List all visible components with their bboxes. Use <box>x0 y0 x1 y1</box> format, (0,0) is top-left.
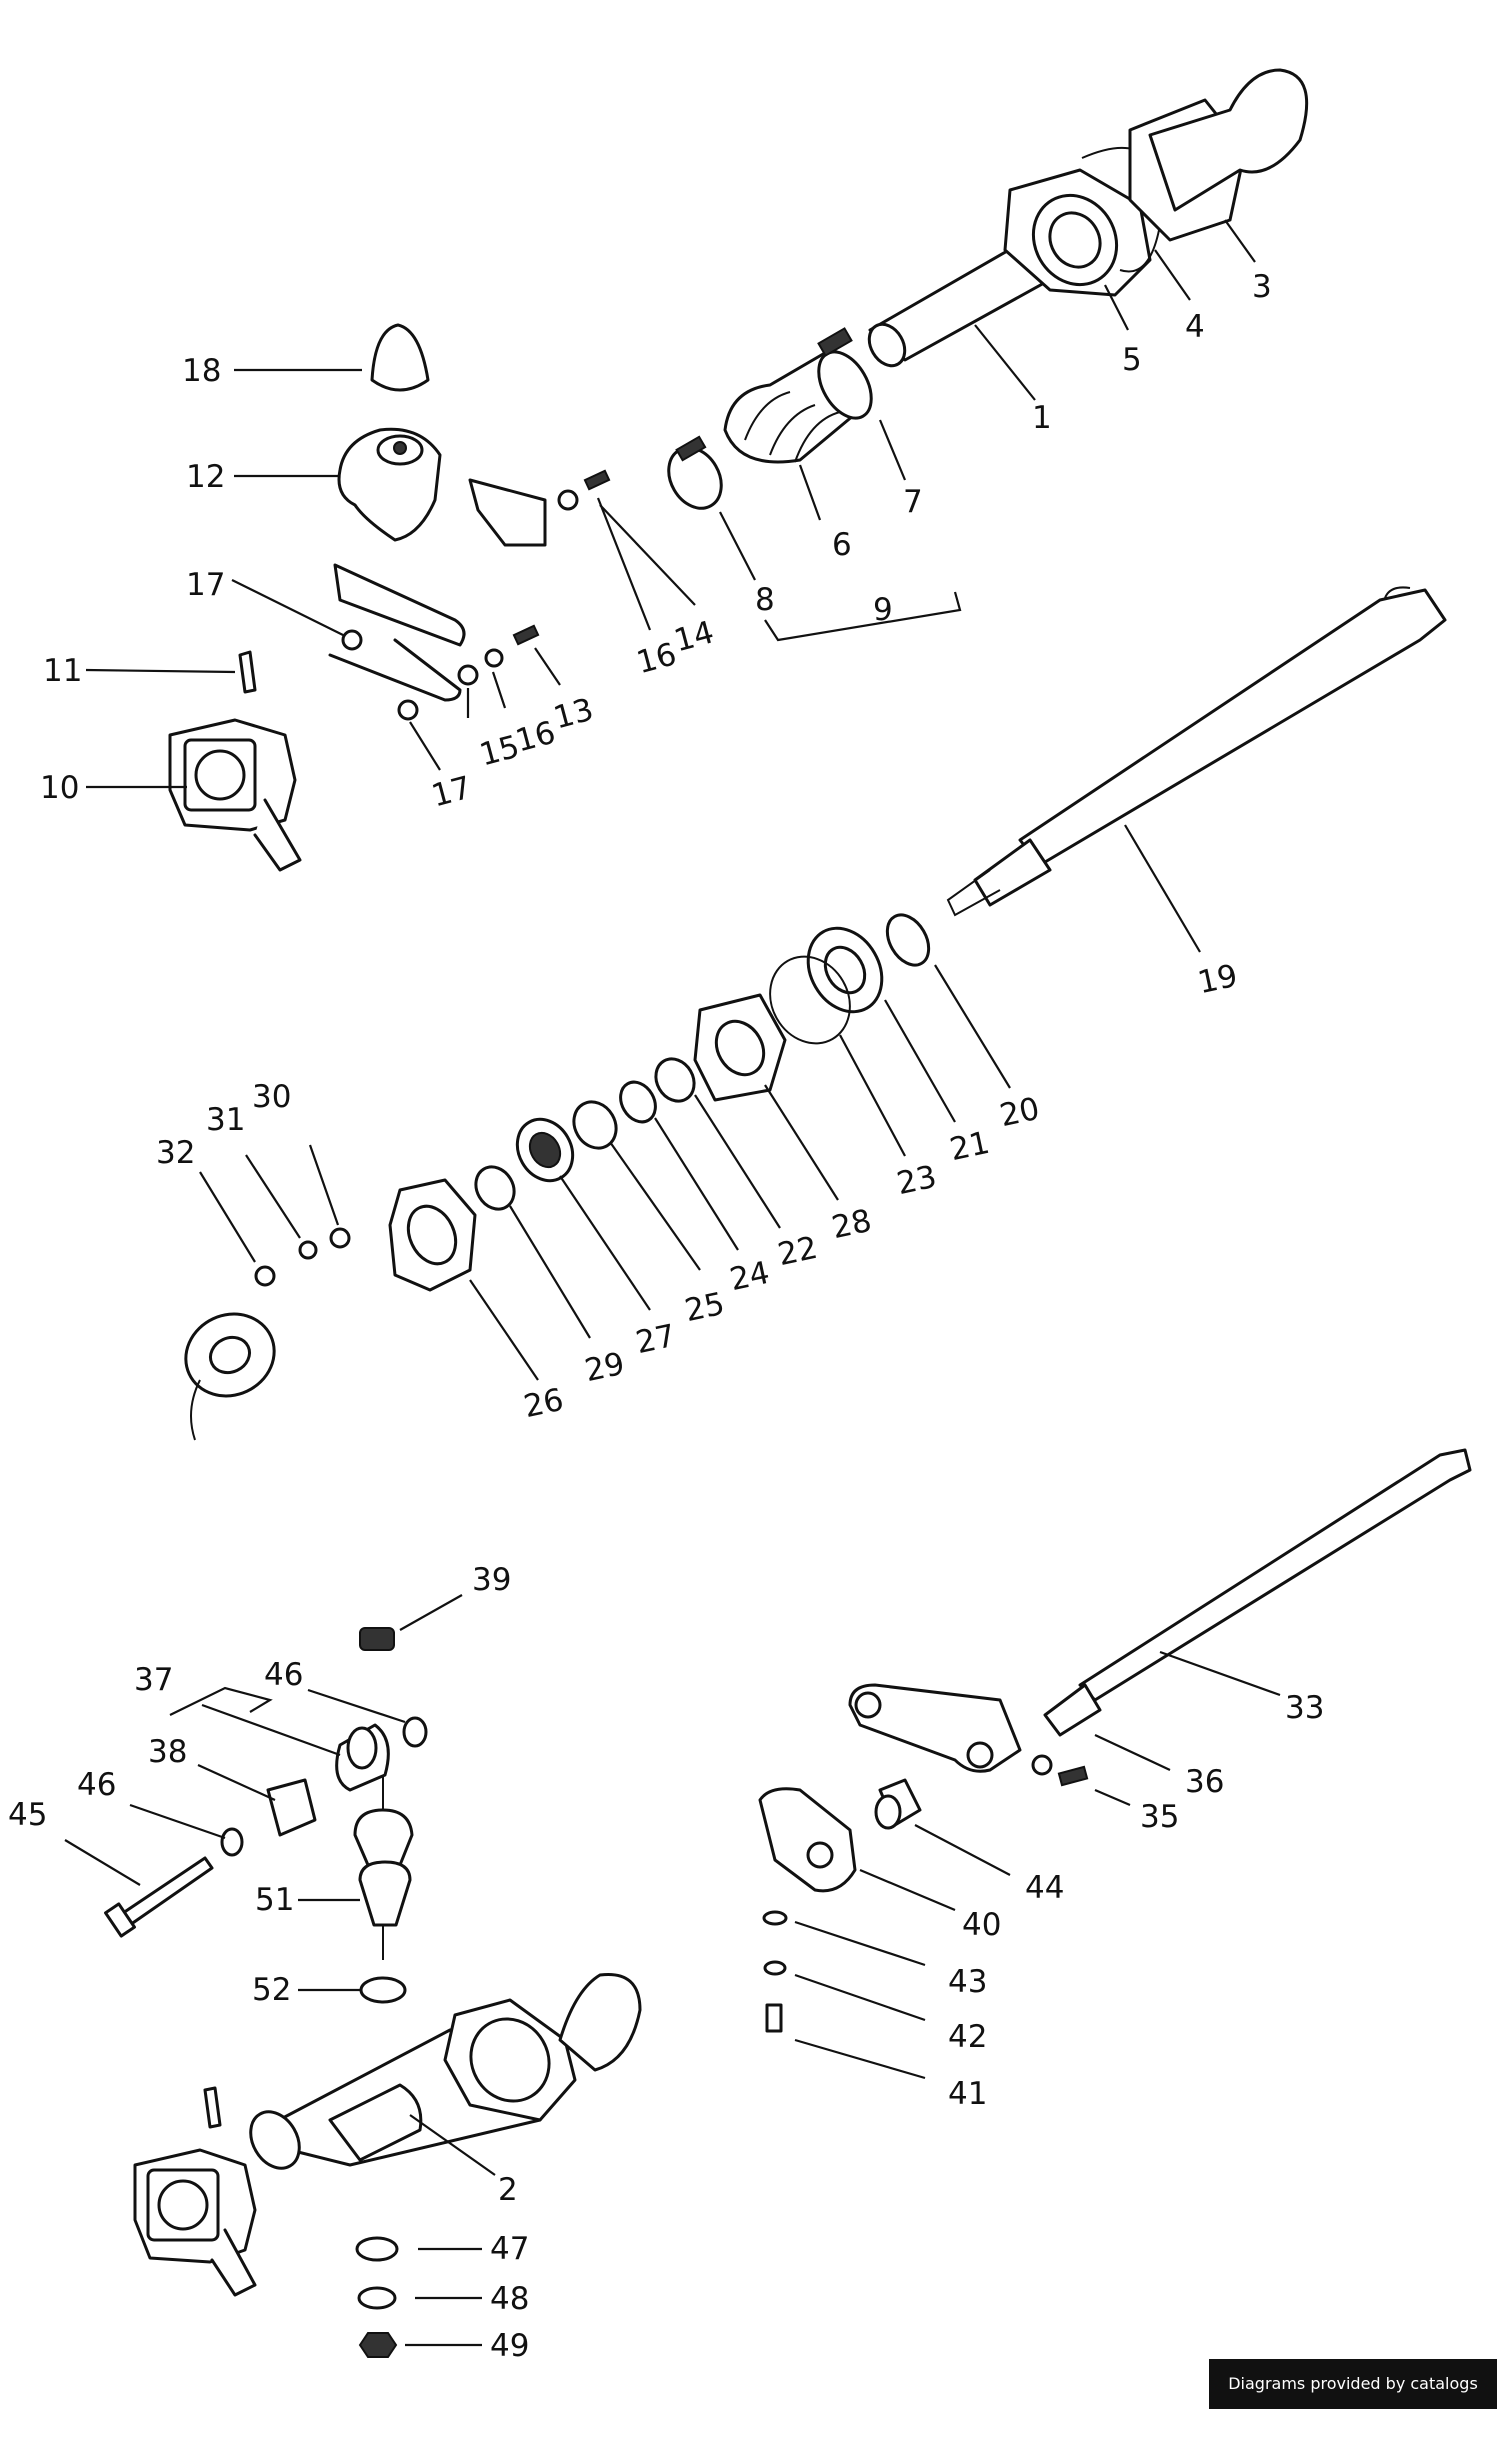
label-part-52: 52 <box>252 1972 291 2008</box>
label-part-21: 21 <box>947 1125 993 1168</box>
label-part-20: 20 <box>997 1091 1043 1134</box>
label-part-35: 35 <box>1140 1799 1179 1835</box>
label-part-24: 24 <box>727 1255 773 1298</box>
label-part-17-upper: 17 <box>186 567 225 603</box>
label-part-18: 18 <box>182 353 221 389</box>
label-part-32: 32 <box>156 1135 195 1171</box>
label-part-3: 3 <box>1252 269 1272 305</box>
label-part-31: 31 <box>206 1102 245 1138</box>
lower-linkage-assembly <box>104 1448 1472 2358</box>
label-part-7: 7 <box>903 484 923 520</box>
label-part-19: 19 <box>1195 958 1241 1001</box>
label-part-28: 28 <box>829 1203 875 1246</box>
label-part-30: 30 <box>252 1079 291 1115</box>
upper-tube-assembly <box>168 68 1309 872</box>
label-part-10: 10 <box>40 770 79 806</box>
label-part-6: 6 <box>832 527 852 563</box>
label-part-16-upper: 16 <box>633 636 680 681</box>
part-number-labels: 1 5 4 3 7 6 8 9 14 16 18 12 17 11 10 13 … <box>8 269 1324 2364</box>
label-part-46-upper: 46 <box>264 1657 303 1693</box>
label-part-33: 33 <box>1285 1690 1324 1726</box>
label-part-45: 45 <box>8 1797 47 1833</box>
label-part-25: 25 <box>682 1286 728 1329</box>
label-part-51: 51 <box>255 1882 294 1918</box>
shaft-bearing-assembly <box>184 586 1447 1441</box>
label-part-37: 37 <box>134 1662 173 1698</box>
label-part-38: 38 <box>148 1734 187 1770</box>
label-part-27: 27 <box>633 1318 679 1361</box>
label-part-17-lower: 17 <box>428 770 475 815</box>
label-part-48: 48 <box>490 2281 529 2317</box>
label-part-43: 43 <box>948 1964 987 2000</box>
label-part-4: 4 <box>1185 309 1205 345</box>
label-part-12: 12 <box>186 459 225 495</box>
label-part-11: 11 <box>43 653 82 689</box>
leader-lines <box>64 219 1281 2347</box>
label-part-36: 36 <box>1185 1764 1224 1800</box>
label-part-14: 14 <box>670 614 717 659</box>
label-part-44: 44 <box>1025 1870 1064 1906</box>
label-part-47: 47 <box>490 2231 529 2267</box>
label-part-9: 9 <box>873 592 893 628</box>
label-part-22: 22 <box>775 1230 821 1273</box>
diagram-credit-badge: Diagrams provided by catalogs parts <box>1209 2359 1497 2443</box>
label-part-1: 1 <box>1032 400 1052 436</box>
label-part-26: 26 <box>521 1382 567 1425</box>
label-part-49: 49 <box>490 2328 529 2364</box>
label-part-41: 41 <box>948 2076 987 2112</box>
label-part-39: 39 <box>472 1562 511 1598</box>
label-part-23: 23 <box>894 1159 940 1202</box>
label-part-46-lower: 46 <box>77 1767 116 1803</box>
label-part-42: 42 <box>948 2019 987 2055</box>
label-part-5: 5 <box>1122 342 1142 378</box>
label-part-8: 8 <box>755 582 775 618</box>
label-part-2: 2 <box>498 2172 518 2208</box>
label-part-13: 13 <box>550 692 597 737</box>
label-part-40: 40 <box>962 1907 1001 1943</box>
label-part-29: 29 <box>582 1346 628 1389</box>
exploded-parts-diagram: 1 5 4 3 7 6 8 9 14 16 18 12 17 11 10 13 … <box>8 68 1472 2364</box>
